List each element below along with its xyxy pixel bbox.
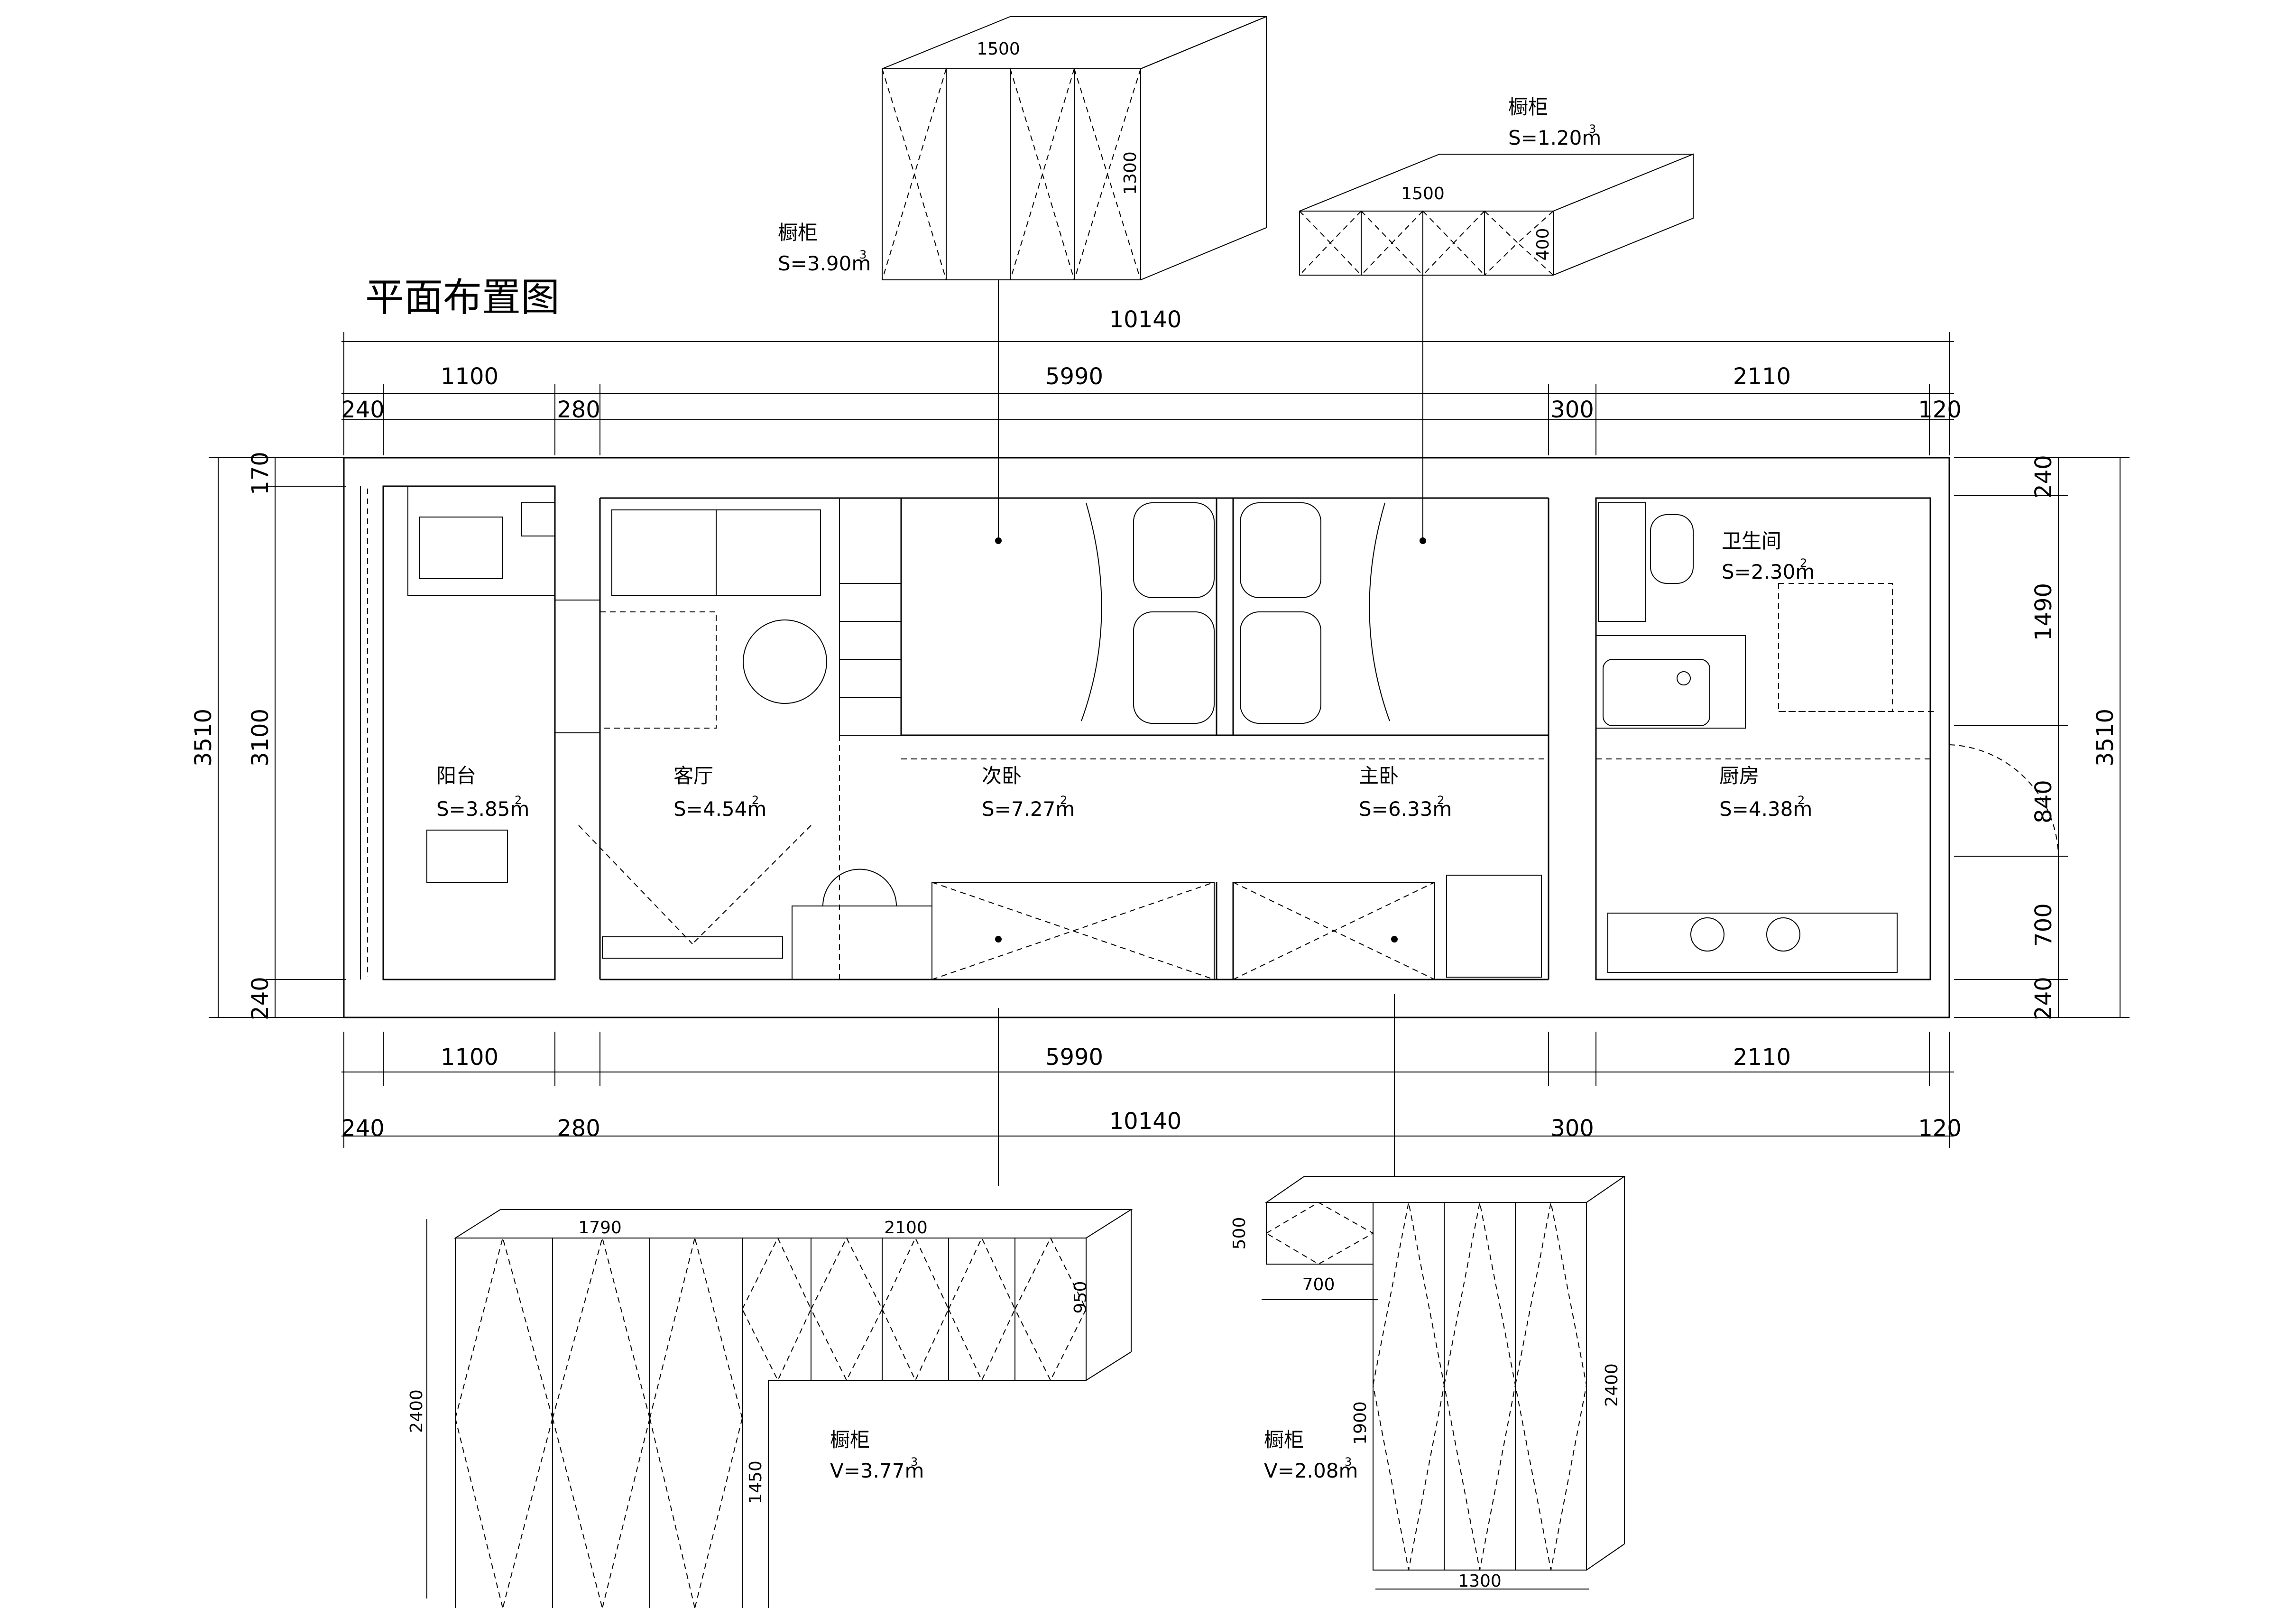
dim-right-outer: 3510 — [2092, 709, 2119, 767]
room-second-bedroom-name: 次卧 — [982, 764, 1022, 787]
dim-top-wall-4: 120 — [1918, 397, 1962, 423]
dim-top-wall-1: 240 — [341, 397, 385, 423]
dim-left-top: 170 — [247, 452, 274, 495]
room-master-bedroom-sup: 2 — [1437, 794, 1444, 807]
dim-bottom-wall-4: 120 — [1918, 1115, 1962, 1142]
cabinet-2-width: 1500 — [1401, 184, 1445, 203]
room-balcony-sup: 2 — [515, 794, 522, 807]
room-balcony-name: 阳台 — [436, 764, 476, 787]
cabinet-4-height-a: 1900 — [1351, 1401, 1370, 1445]
bottom-dimensions: 1100 5990 2110 10140 240 280 300 120 — [341, 1032, 1962, 1148]
cabinet-3-height-c: 1450 — [746, 1460, 765, 1504]
room-balcony-area: S=3.85m — [436, 797, 529, 821]
cabinet-1-width: 1500 — [977, 39, 1020, 59]
room-master-bedroom-name: 主卧 — [1359, 764, 1399, 787]
dim-left-bottom: 240 — [247, 977, 274, 1020]
cabinet-1-sup: 3 — [859, 248, 867, 261]
room-kitchen-sup: 2 — [1798, 794, 1805, 807]
room-kitchen-name: 厨房 — [1719, 764, 1759, 787]
dim-top-seg-2: 5990 — [1045, 363, 1103, 390]
room-living-area: S=4.54m — [673, 797, 766, 821]
walls — [343, 457, 2059, 1018]
room-second-bedroom-area: S=7.27m — [982, 797, 1075, 821]
cabinet-2: 1500 400 橱柜 S=1.20m 3 — [1299, 95, 1694, 541]
cabinet-3-name: 橱柜 — [830, 1428, 870, 1451]
dim-bottom-total: 10140 — [1109, 1108, 1182, 1135]
dim-bottom-wall-2: 280 — [557, 1115, 600, 1142]
cabinet-2-sup: 3 — [1589, 122, 1596, 136]
cabinet-4-width-c: 1300 — [1458, 1571, 1502, 1591]
dim-left-outer: 3510 — [190, 709, 217, 767]
cabinet-3-height-b: 2400 — [407, 1389, 426, 1433]
cabinet-1-size: S=3.90m — [778, 252, 871, 275]
cabinet-3-sup: 3 — [911, 1455, 918, 1469]
dim-bottom-wall-3: 300 — [1550, 1115, 1594, 1142]
cabinet-4-size: V=2.08m — [1264, 1459, 1358, 1482]
room-master-bedroom-area: S=6.33m — [1359, 797, 1452, 821]
cabinet-3-size: V=3.77m — [830, 1459, 924, 1482]
cabinet-1-name: 橱柜 — [778, 221, 818, 244]
room-living-sup: 2 — [752, 794, 759, 807]
dim-top-seg-3: 2110 — [1733, 363, 1791, 390]
cabinet-2-height: 400 — [1533, 228, 1553, 261]
cabinet-4-width-a: 500 — [1230, 1217, 1249, 1250]
dim-left-inner: 3100 — [247, 709, 274, 767]
cabinet-4-name: 橱柜 — [1264, 1428, 1304, 1451]
cabinet-1-height: 1300 — [1121, 151, 1140, 195]
dim-top-wall-2: 280 — [557, 397, 600, 423]
dim-top-seg-1: 1100 — [441, 363, 498, 390]
top-dimensions: 10140 1100 5990 2110 240 280 300 120 — [341, 306, 1962, 455]
dim-right-seg-2: 1490 — [2030, 583, 2057, 641]
dim-bottom-seg-1: 1100 — [441, 1044, 498, 1071]
room-second-bedroom-sup: 2 — [1060, 794, 1067, 807]
cabinet-4-height-b: 2400 — [1602, 1363, 1622, 1407]
dim-top-total: 10140 — [1109, 306, 1182, 333]
room-kitchen-area: S=4.38m — [1719, 797, 1812, 821]
leader-dot — [995, 537, 1002, 544]
dim-right-seg-1: 240 — [2030, 455, 2057, 499]
cabinet-3-width-b: 2100 — [884, 1218, 928, 1238]
room-bathroom-sup: 2 — [1800, 556, 1807, 570]
cabinet-3: 1790 2100 950 2400 1450 橱柜 V=3.77m 3 — [407, 1008, 1133, 1608]
dim-bottom-wall-1: 240 — [341, 1115, 385, 1142]
page-title: 平面布置图 — [365, 275, 560, 320]
room-bathroom-area: S=2.30m — [1722, 560, 1815, 583]
leader-dot — [1391, 936, 1398, 943]
dim-top-wall-3: 300 — [1550, 397, 1594, 423]
leader-dot — [1420, 537, 1426, 544]
room-living-name: 客厅 — [673, 764, 713, 787]
left-dimensions: 3510 3100 170 240 — [190, 452, 346, 1020]
cabinet-3-width-a: 1790 — [578, 1218, 622, 1238]
leader-dot — [995, 936, 1002, 943]
cabinet-3-height-a: 950 — [1071, 1281, 1090, 1314]
cabinet-4-width-b: 700 — [1302, 1275, 1335, 1294]
cabinet-4-sup: 3 — [1345, 1455, 1352, 1469]
cabinet-1: 1500 1300 橱柜 S=3.90m 3 — [778, 16, 1267, 541]
room-bathroom-name: 卫生间 — [1722, 529, 1781, 553]
cabinet-4: 500 700 1900 2400 1300 橱柜 V=2.08m 3 — [1230, 994, 1626, 1591]
dim-bottom-seg-2: 5990 — [1045, 1044, 1103, 1071]
dim-right-seg-4: 700 — [2030, 903, 2057, 947]
dim-right-seg-5: 240 — [2030, 977, 2057, 1020]
right-dimensions: 3510 240 1490 840 700 240 — [1954, 455, 2130, 1020]
cabinet-2-name: 橱柜 — [1508, 95, 1548, 119]
cabinet-2-size: S=1.20m — [1508, 126, 1601, 149]
dim-bottom-seg-3: 2110 — [1733, 1044, 1791, 1071]
